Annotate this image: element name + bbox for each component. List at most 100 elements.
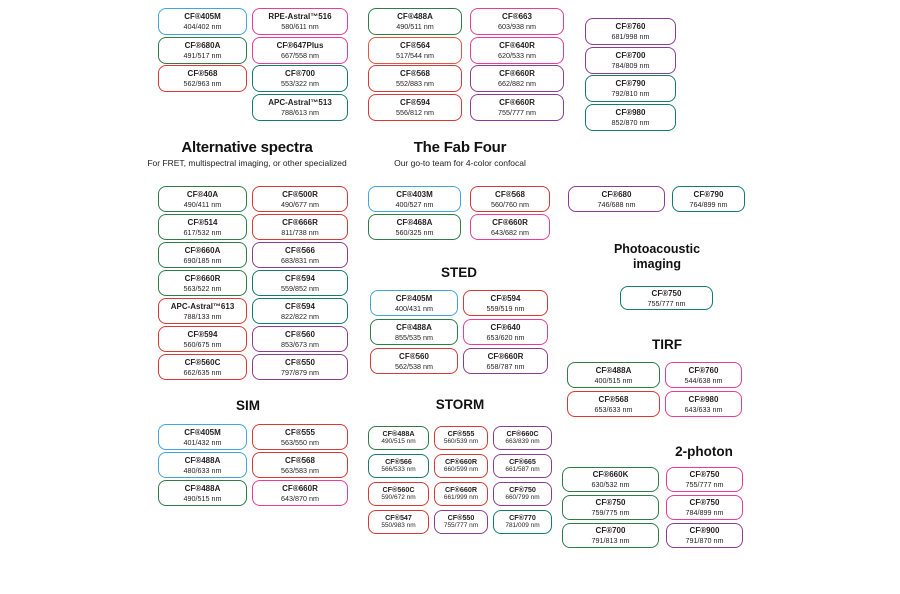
dye-wavelengths: 660/799 nm [505,494,540,502]
dye-wavelengths: 690/185 nm [183,255,222,265]
dye-name: CF®750 [509,485,536,495]
dye-name: CF®660C [506,429,539,439]
dye-name: CF®680 [601,189,632,199]
dye-name: CF®594 [490,293,521,303]
dye-name: CF®560 [399,351,429,361]
dye-name: CF®566 [285,245,315,255]
dye-wavelengths: 404/402 nm [183,22,222,31]
dye-wavelengths: 560/325 nm [395,227,434,237]
dye-wavelengths: 662/635 nm [183,367,222,377]
dye-name: CF®594 [285,301,315,311]
alternative-spectra-subtitle: For FRET, multispectral imaging, or othe… [147,158,347,168]
fab-four-heading: The Fab Four Our go-to team for 4-color … [394,139,526,168]
dye-name: RPE-Astral™516 [268,12,332,21]
dye-name: CF®760 [615,22,646,31]
dye-wavelengths: 791/813 nm [591,536,630,545]
dye-wavelengths: 643/682 nm [491,227,529,237]
dye-name: CF®560C [382,485,415,495]
dye-wavelengths: 630/532 nm [591,480,630,489]
dye-name: CF®564 [400,40,430,50]
dye-wavelengths: 755/777 nm [647,298,686,308]
dye-name: CF®663 [502,12,532,21]
dye-name: CF®568 [187,69,218,78]
dye-name: CF®660R [499,97,535,107]
dye-wavelengths: 603/938 nm [498,22,536,31]
dye-wavelengths: 792/810 nm [611,89,650,98]
dye-wavelengths: 681/998 nm [611,32,650,41]
dye-wavelengths: 563/550 nm [281,437,319,447]
dye-wavelengths: 556/812 nm [396,107,434,117]
dye-name: CF®568 [400,69,430,78]
dye-wavelengths: 490/511 nm [396,22,434,31]
dye-wavelengths: 653/620 nm [486,332,525,342]
dye-name: CF®660R [487,351,524,361]
dye-name: CF®900 [689,526,720,535]
dye-name: CF®405M [184,427,221,437]
dye-name: CF®500R [282,189,318,199]
dye-wavelengths: 661/999 nm [443,494,479,502]
dye-name: CF®488A [396,322,432,332]
dye-name: CF®660R [444,457,478,467]
dye-name: CF®555 [285,427,315,437]
dye-name: CF®568 [285,455,315,465]
dye-wavelengths: 560/539 nm [443,438,479,446]
dye-wavelengths: 755/777 nm [443,522,479,530]
alternative-spectra-title: Alternative spectra [181,139,313,156]
dye-wavelengths: 784/899 nm [685,508,724,517]
sted-heading: STED [440,265,478,280]
dye-name: CF®594 [187,329,218,339]
dye-wavelengths: 781/009 nm [505,522,540,530]
dye-wavelengths: 563/522 nm [183,283,222,293]
dye-wavelengths: 822/822 nm [281,311,319,321]
dye-wavelengths: 550/983 nm [381,522,416,530]
dye-wavelengths: 563/583 nm [281,465,319,475]
dye-name: CF®568 [495,189,525,199]
dye-name: CF®594 [400,97,430,107]
dye-name: CF®488A [397,12,433,21]
